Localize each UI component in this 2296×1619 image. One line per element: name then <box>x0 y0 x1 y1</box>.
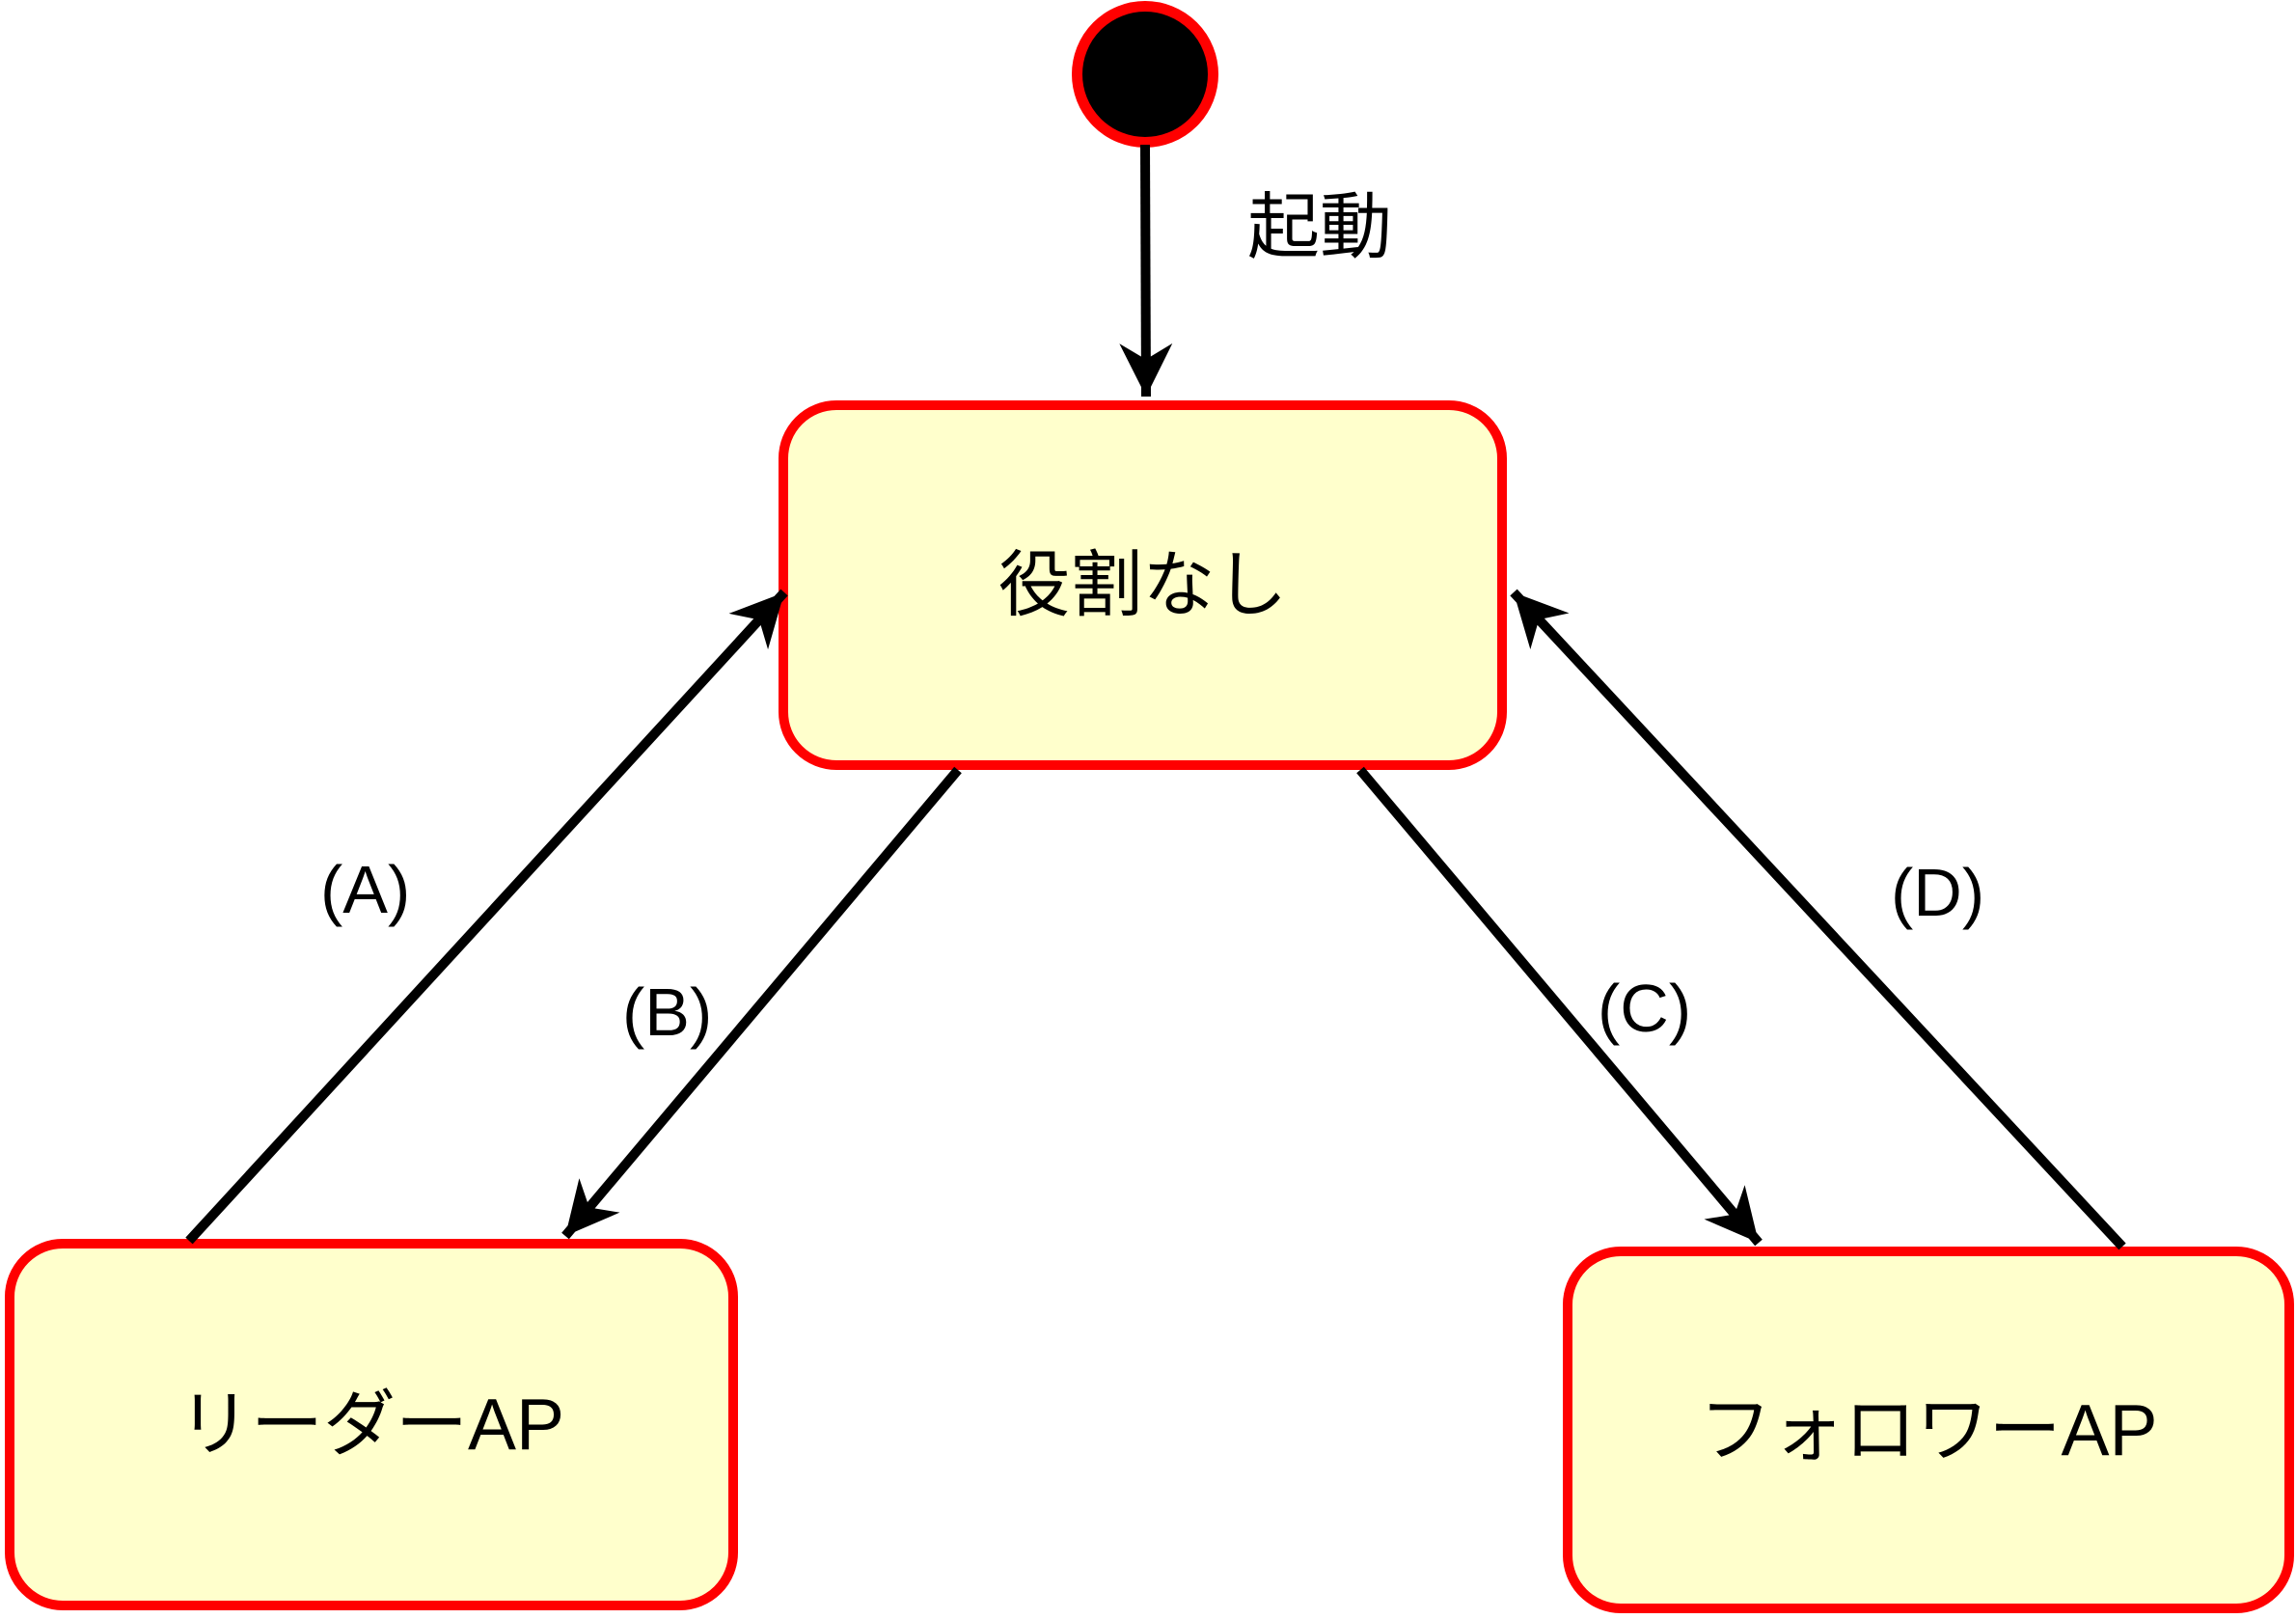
transition-d-arrow <box>1510 589 2126 1250</box>
state-leader-ap: リーダーAP <box>5 1239 738 1610</box>
state-no-role: 役割なし <box>779 400 1507 770</box>
state-follower-ap-label: フォロワーAP <box>1699 1388 2158 1470</box>
transition-c-label: (C) <box>1598 971 1692 1046</box>
transition-c-arrow <box>1356 766 1763 1247</box>
transition-start-arrow <box>1119 144 1173 398</box>
transition-start-label: 起動 <box>1247 186 1393 267</box>
transition-a-label: (A) <box>320 852 411 927</box>
transition-b-label: (B) <box>622 974 713 1050</box>
state-no-role-label: 役割なし <box>998 544 1288 625</box>
transition-a-arrow <box>185 589 788 1245</box>
state-follower-ap: フォロワーAP <box>1563 1247 2294 1613</box>
initial-state-dot <box>1072 1 1218 148</box>
transition-d-label: (D) <box>1891 855 1985 930</box>
state-leader-ap-label: リーダーAP <box>178 1384 565 1465</box>
